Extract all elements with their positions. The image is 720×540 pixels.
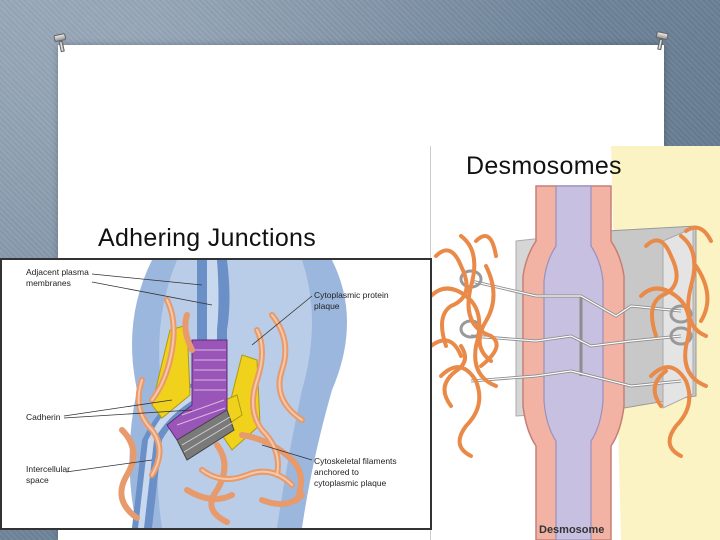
adhering-junctions-title: Adhering Junctions [98, 224, 317, 252]
label-adjacent-plasma-membranes: Adjacent plasma membranes [26, 267, 89, 288]
label-cadherin: Cadherin [26, 412, 61, 422]
label-intercellular-space: Intercellular space [26, 464, 70, 485]
adhering-junction-figure: Adjacent plasma membranes Cytoplasmic pr… [0, 258, 432, 530]
label-cytoplasmic-protein-plaque: Cytoplasmic protein plaque [314, 290, 389, 311]
adhering-junction-illustration [63, 260, 347, 528]
label-cytoskeletal-filaments: Cytoskeletal filaments anchored to cytop… [314, 456, 397, 488]
desmosome-illustration [431, 146, 720, 540]
desmosome-caption: Desmosome [539, 524, 605, 536]
desmosomes-title: Desmosomes [466, 152, 622, 180]
desmosome-figure: Desmosome [430, 146, 720, 540]
